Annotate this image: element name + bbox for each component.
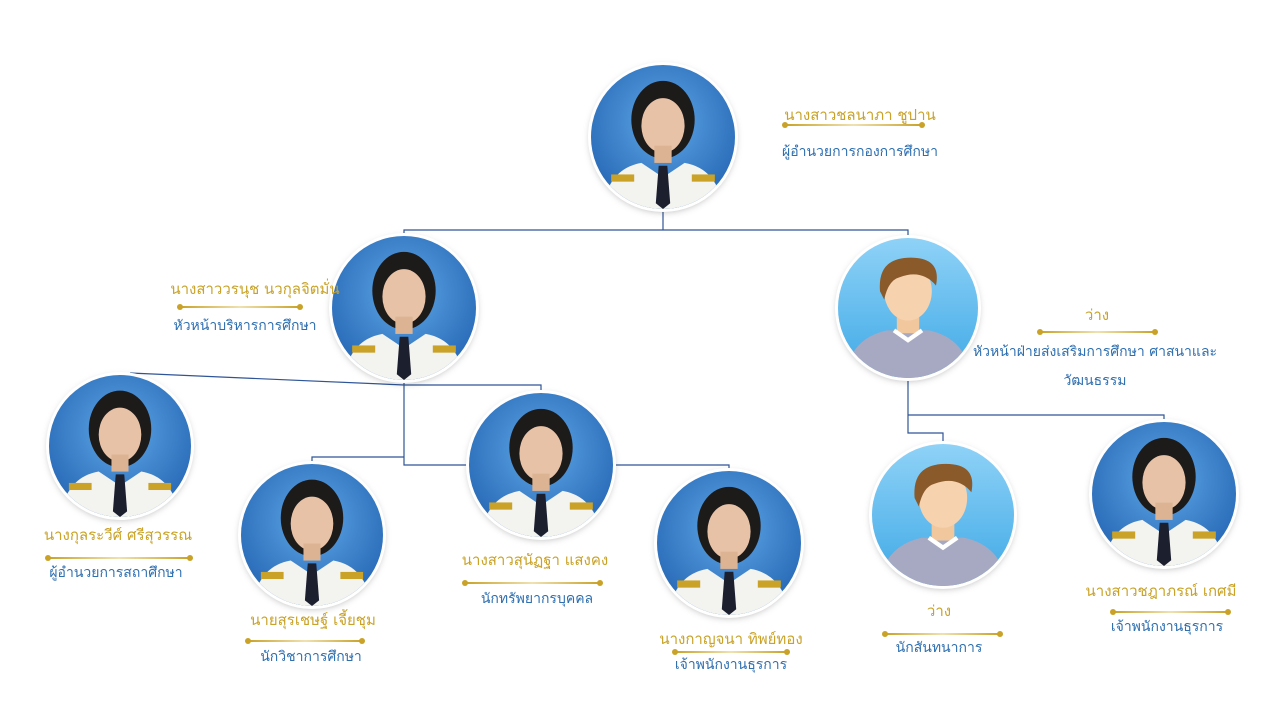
title-line: วัฒนธรรม [1063, 373, 1127, 389]
placeholder-avatar [872, 444, 1014, 586]
divider [462, 580, 603, 586]
divider [45, 555, 193, 561]
person-title: นักวิชาการศึกษา [260, 649, 362, 665]
divider [782, 122, 925, 128]
person-name: นางสาวชฎาภรณ์ เกศมี [1085, 582, 1237, 600]
divider [177, 304, 303, 310]
person-name: ว่าง [1084, 306, 1110, 324]
person-title: ผู้อำนวยการกองการศึกษา [782, 144, 938, 160]
divider [1037, 329, 1158, 335]
portrait-photo [591, 65, 735, 209]
person-title: ผู้อำนวยการสถาศึกษา [49, 565, 183, 581]
portrait-photo [241, 464, 383, 606]
portrait-photo [49, 375, 191, 517]
person-title: หัวหน้าบริหารการศึกษา [173, 318, 317, 334]
portrait-photo [657, 471, 801, 615]
portrait-photo [332, 236, 476, 380]
divider [1110, 609, 1231, 615]
divider [882, 631, 1003, 637]
divider [245, 638, 365, 644]
portrait-photo [469, 393, 613, 537]
person-title: นักสันทนาการ [895, 640, 983, 656]
person-name: นางสาววรนุช นวกุลจิตมั่น [170, 280, 340, 298]
person-title: หัวหน้าฝ่ายส่งเสริมการศึกษา ศาสนาและวัฒน… [973, 338, 1217, 396]
person-name: ว่าง [926, 602, 952, 620]
person-name: นางกุลระวีศ์ ศรีสุวรรณ [43, 526, 193, 544]
person-title: เจ้าพนักงานธุรการ [1110, 619, 1224, 635]
person-name: นางกาญจนา ทิพย์ทอง [659, 630, 803, 648]
title-line: หัวหน้าฝ่ายส่งเสริมการศึกษา ศาสนาและ [972, 344, 1218, 360]
placeholder-avatar [838, 238, 978, 378]
person-name: นายสุรเชษฐ์ เจี้ยชุม [250, 611, 376, 629]
person-name: นางสาวชลนาภา ชูปาน [784, 106, 936, 124]
person-name: นางสาวสุนัฏฐา แสงคง [461, 551, 609, 569]
person-title: นักทรัพยากรบุคคล [480, 591, 594, 607]
divider [672, 649, 790, 655]
person-title: เจ้าพนักงานธุรการ [674, 657, 788, 673]
portrait-photo [1092, 422, 1236, 566]
